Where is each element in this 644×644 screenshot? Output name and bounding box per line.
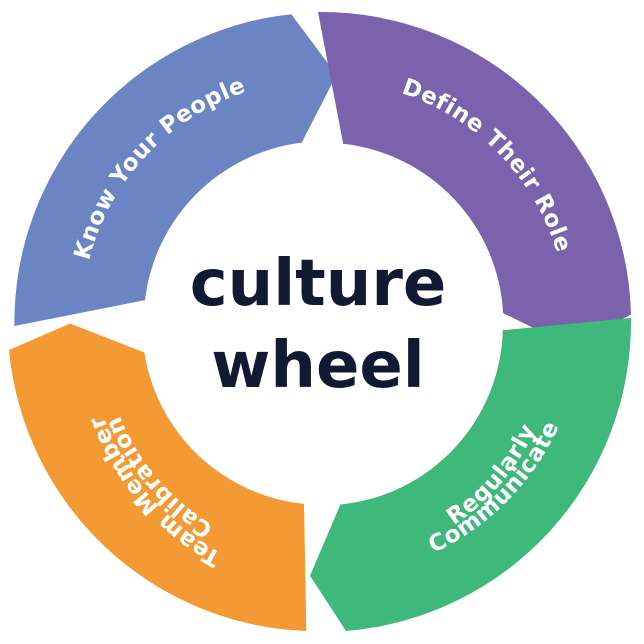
segment-communicate-regularly [310, 318, 632, 631]
center-title-line1: culture [190, 247, 447, 321]
segment-team-member-calibration [9, 323, 307, 631]
segment-define-their-role [318, 11, 631, 346]
center-title-line2: wheel [211, 329, 424, 403]
segment-know-your-people [14, 14, 337, 326]
